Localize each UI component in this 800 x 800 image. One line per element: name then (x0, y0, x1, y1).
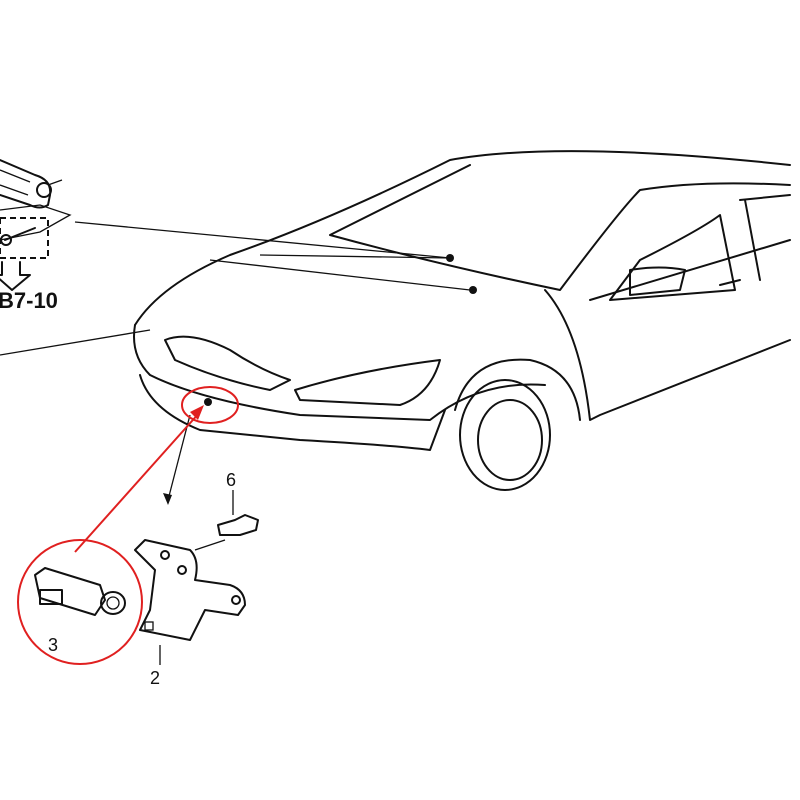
highlight-circle (17, 539, 143, 665)
ref-label: B7-10 (0, 288, 58, 313)
sensor-part (34, 567, 126, 616)
part-6-label: 6 (226, 470, 237, 490)
leader-line (0, 329, 151, 356)
arrow-line (167, 414, 191, 501)
upper-module (0, 159, 451, 291)
part-3-label: 3 (48, 635, 59, 655)
bracket-part (134, 539, 246, 665)
screw-part (194, 490, 259, 551)
highlight-ellipse (181, 386, 239, 424)
car-outline (133, 150, 791, 491)
highlight-pointer (74, 411, 201, 553)
part-2-label: 2 (150, 668, 161, 688)
